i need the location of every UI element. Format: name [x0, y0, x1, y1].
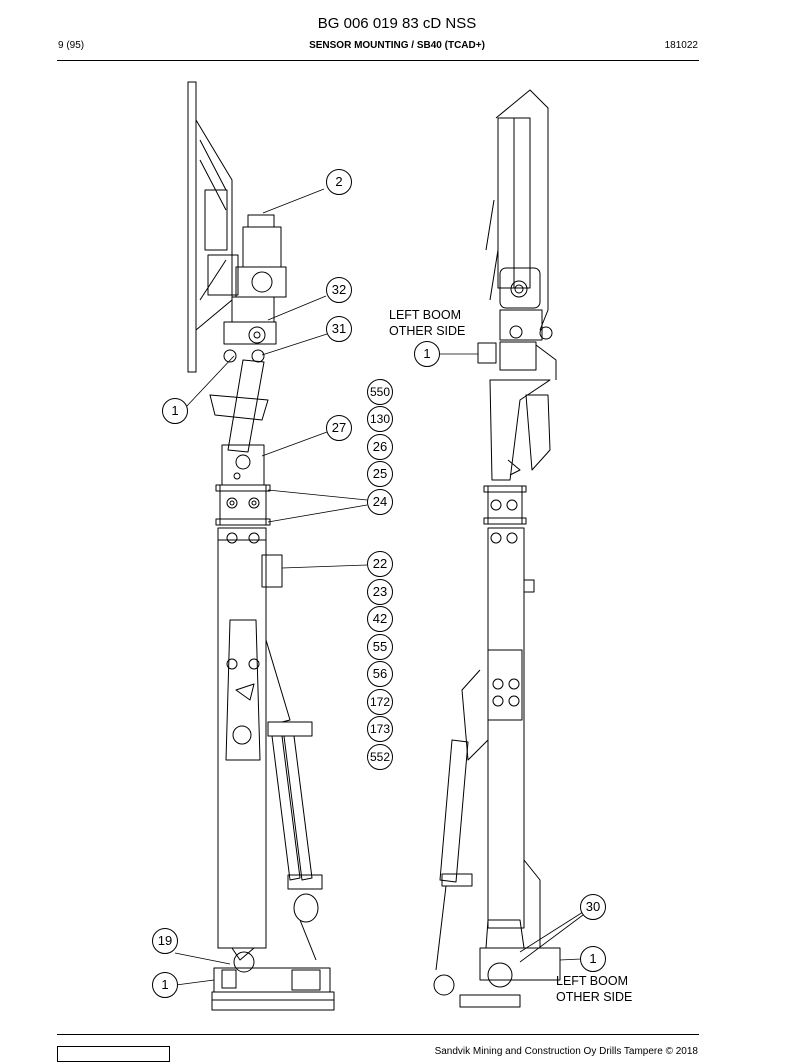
callout-23: 23	[367, 579, 393, 605]
callout-1-left-lower: 1	[152, 972, 178, 998]
callout-552: 552	[367, 744, 393, 770]
callout-2: 2	[326, 169, 352, 195]
footer-copyright: Sandvik Mining and Construction Oy Drill…	[434, 1046, 698, 1057]
callout-1-mid: 1	[414, 341, 440, 367]
callout-56: 56	[367, 661, 393, 687]
footer-rule	[57, 1034, 699, 1035]
callout-42: 42	[367, 606, 393, 632]
callout-24: 24	[367, 489, 393, 515]
callout-130: 130	[367, 406, 393, 432]
callout-19: 19	[152, 928, 178, 954]
callout-1-left-upper: 1	[162, 398, 188, 424]
callout-25: 25	[367, 461, 393, 487]
callout-1-right-lower: 1	[580, 946, 606, 972]
note-left-boom-top: LEFT BOOM OTHER SIDE	[389, 308, 466, 338]
callout-32: 32	[326, 277, 352, 303]
callout-31: 31	[326, 316, 352, 342]
callout-173: 173	[367, 716, 393, 742]
callout-22: 22	[367, 551, 393, 577]
page-number: 9 (95)	[58, 40, 85, 51]
callout-550: 550	[367, 379, 393, 405]
callout-27: 27	[326, 415, 352, 441]
leader-lines	[174, 188, 584, 986]
date-code: 181022	[664, 40, 698, 51]
callout-26: 26	[367, 434, 393, 460]
callout-30: 30	[580, 894, 606, 920]
left-boom-view	[187, 81, 335, 1011]
callout-55: 55	[367, 634, 393, 660]
sandvik-logo	[57, 1046, 170, 1062]
note-left-boom-bottom: LEFT BOOM OTHER SIDE	[556, 974, 633, 1004]
callout-172: 172	[367, 689, 393, 715]
document-number: BG 006 019 83 cD NSS	[317, 15, 477, 32]
right-boom-view	[433, 89, 561, 1008]
header-rule	[57, 60, 699, 61]
section-title: SENSOR MOUNTING / SB40 (TCAD+)	[309, 40, 485, 51]
